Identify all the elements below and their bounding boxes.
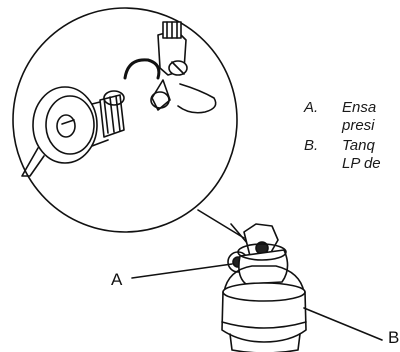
legend-item-b: B. Tanq LP de	[304, 137, 381, 173]
leader-line-b	[303, 307, 383, 341]
legend-text-continued: presi	[342, 117, 375, 134]
callout-b: B	[388, 328, 400, 347]
valve-icon	[150, 21, 217, 114]
leader-line-a	[131, 263, 233, 279]
detail-pointer	[197, 209, 249, 245]
regulator-icon	[21, 86, 109, 177]
hose-clip-icon	[123, 58, 161, 80]
legend-item-a: A. Ensa presi	[304, 99, 376, 135]
legend-letter: A.	[304, 99, 319, 116]
fitting-nut-icon	[99, 90, 125, 138]
legend-text-continued: LP de	[342, 155, 381, 172]
legend-text: Ensa	[342, 99, 377, 116]
propane-tank-icon	[221, 223, 307, 352]
detail-circle	[12, 7, 238, 233]
legend-letter: B.	[304, 137, 319, 154]
callout-a: A	[111, 270, 123, 289]
legend-text: Tanq	[342, 137, 375, 154]
